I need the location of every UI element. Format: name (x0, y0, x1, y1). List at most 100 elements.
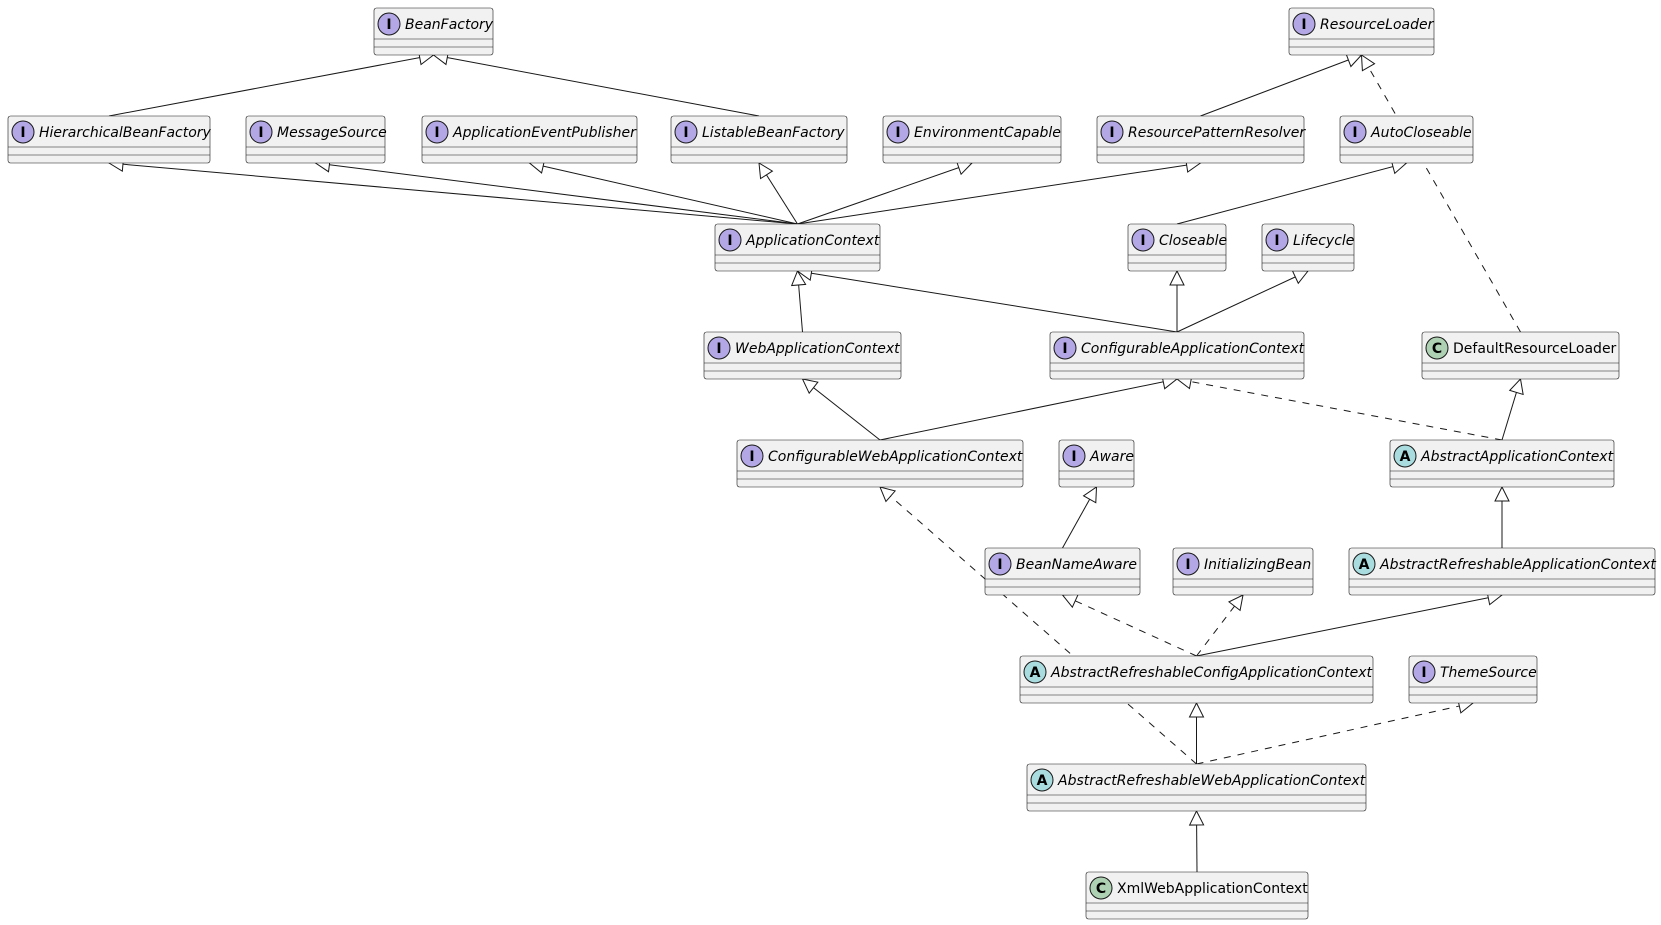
stereotype-letter: I (716, 341, 721, 357)
class-box (984, 547, 1141, 596)
abstract-stereotype-icon: A (1023, 660, 1047, 684)
class-name: ApplicationContext (745, 233, 880, 249)
class-node-resource-loader[interactable]: I ResourceLoader (1288, 7, 1435, 56)
stereotype-letter: I (1274, 233, 1279, 249)
class-name: DefaultResourceLoader (1453, 341, 1617, 357)
interface-stereotype-icon: I (674, 120, 698, 144)
edge-abstract-refreshable-application-context-to-abstract-application-context (1494, 485, 1510, 548)
class-box (1421, 331, 1620, 380)
class-node-message-source[interactable]: I MessageSource (245, 115, 387, 164)
class-node-default-resource-loader[interactable]: C DefaultResourceLoader (1421, 331, 1620, 380)
edge-line (108, 162, 798, 225)
interface-stereotype-icon: I (1176, 552, 1200, 576)
stereotype-letter: A (1400, 449, 1411, 465)
interface-stereotype-icon: I (707, 336, 731, 360)
class-box (1389, 439, 1615, 488)
stereotype-letter: I (895, 125, 900, 141)
interface-stereotype-icon: I (1131, 228, 1155, 252)
stereotype-letter: C (1432, 341, 1442, 357)
interface-stereotype-icon: I (1100, 120, 1124, 144)
interface-stereotype-icon: I (1053, 336, 1077, 360)
class-name: HierarchicalBeanFactory (39, 125, 212, 141)
edge-resource-pattern-resolver-to-resource-loader (1200, 52, 1363, 117)
edge-configurable-web-application-context-to-web-application-context (801, 378, 881, 441)
edge-line (797, 270, 1178, 333)
stereotype-letter: I (1185, 557, 1190, 573)
edge-bean-name-aware-to-aware (1062, 486, 1098, 549)
class-name: AbstractRefreshableApplicationContext (1379, 557, 1656, 573)
stereotype-letter: I (749, 449, 754, 465)
interface-stereotype-icon: I (1412, 660, 1436, 684)
interface-stereotype-icon: I (740, 444, 764, 468)
class-node-xml-web-application-context[interactable]: C XmlWebApplicationContext (1085, 871, 1309, 920)
edge-line (108, 54, 434, 117)
stereotype-letter: I (1421, 665, 1426, 681)
stereotype-letter: I (258, 125, 263, 141)
inheritance-arrowhead (1227, 594, 1244, 612)
inheritance-arrowhead (1188, 701, 1205, 718)
stereotype-letter: I (997, 557, 1002, 573)
edge-layer (107, 49, 1524, 873)
edge-configurable-application-context-to-closeable (1169, 269, 1185, 332)
class-box (1019, 655, 1374, 704)
stereotype-letter: I (1140, 233, 1145, 249)
edge-line (1200, 54, 1362, 117)
edge-line (879, 486, 1197, 765)
edge-configurable-application-context-to-application-context (796, 265, 1178, 333)
class-name: Lifecycle (1293, 233, 1354, 249)
class-node-lifecycle[interactable]: I Lifecycle (1261, 223, 1354, 272)
edge-abstract-application-context-to-configurable-application-context (1175, 373, 1503, 441)
stereotype-letter: I (1301, 17, 1306, 33)
stereotype-letter: I (1109, 125, 1114, 141)
edge-application-context-to-application-event-publisher (528, 158, 798, 225)
edge-application-context-to-resource-pattern-resolver (797, 157, 1202, 225)
class-name: ConfigurableApplicationContext (1081, 341, 1305, 357)
stereotype-letter: A (1037, 773, 1048, 789)
stereotype-letter: I (727, 233, 732, 249)
inheritance-arrowhead (1169, 269, 1185, 286)
class-name: MessageSource (277, 125, 387, 141)
class-box (670, 115, 848, 164)
stereotype-letter: I (434, 125, 439, 141)
class-name: AbstractRefreshableWebApplicationContext (1057, 773, 1366, 789)
class-name: ResourceLoader (1320, 17, 1435, 33)
class-box (882, 115, 1062, 164)
inheritance-arrowhead (879, 486, 897, 503)
edge-line (1196, 594, 1503, 657)
edge-line (797, 162, 973, 225)
class-name: Aware (1089, 449, 1134, 465)
class-node-application-context[interactable]: I ApplicationContext (714, 223, 881, 272)
stereotype-letter: I (386, 17, 391, 33)
edge-line (315, 162, 798, 225)
class-box (736, 439, 1024, 488)
class-name: XmlWebApplicationContext (1117, 881, 1308, 897)
stereotype-letter: I (1071, 449, 1076, 465)
stereotype-letter: C (1096, 881, 1106, 897)
class-box (245, 115, 386, 164)
edge-hierarchical-bean-factory-to-bean-factory (108, 50, 435, 117)
edge-application-context-to-hierarchical-bean-factory (107, 156, 798, 225)
interface-stereotype-icon: I (425, 120, 449, 144)
class-node-aware[interactable]: I Aware (1058, 439, 1135, 488)
edge-application-context-to-environment-capable (797, 160, 974, 225)
class-node-abstract-refreshable-web-application-context[interactable]: A AbstractRefreshableWebApplicationContex… (1026, 763, 1367, 812)
stereotype-letter: I (1352, 125, 1357, 141)
abstract-stereotype-icon: A (1393, 444, 1417, 468)
